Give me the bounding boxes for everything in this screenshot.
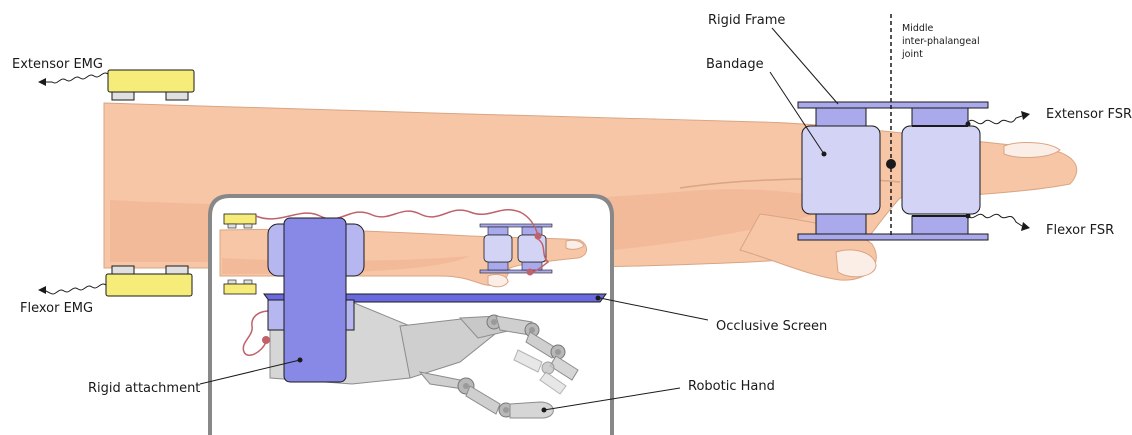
occlusive-screen-leader [600, 298, 708, 320]
flexor-fsr-arrowhead [1021, 222, 1030, 231]
extensor-fsr-arrowhead [1021, 111, 1030, 120]
extensor-fsr-block-right [912, 108, 968, 126]
flexor-emg-sensor [106, 266, 192, 296]
robotic-hand-label: Robotic Hand [688, 379, 775, 394]
rigid-frame-bottom-bar [798, 234, 988, 240]
extensor-fsr-block-left [816, 108, 866, 128]
flexor-emg-label: Flexor EMG [20, 301, 93, 316]
extensor-fsr-label: Extensor FSR [1046, 107, 1132, 122]
rigid-attachment [284, 218, 346, 382]
extensor-emg-label: Extensor EMG [12, 57, 103, 72]
extensor-fsr-signal [968, 116, 1022, 124]
extensor-emg-sensor [108, 70, 194, 100]
joint-marker [886, 159, 896, 169]
flexor-fsr-block-right [912, 216, 968, 234]
inset-panel [210, 196, 612, 435]
middle-joint-label-line3: joint [901, 49, 923, 60]
flexor-emg-signal [44, 284, 106, 294]
bandage-right [902, 126, 980, 214]
flexor-emg-arrowhead [38, 286, 46, 294]
occlusive-screen-label: Occlusive Screen [716, 319, 827, 334]
inset-extensor-emg [224, 214, 256, 224]
rigid-attachment-label: Rigid attachment [88, 381, 200, 396]
middle-joint-label-line1: Middle [902, 23, 934, 34]
bandage-leader-dot [822, 152, 827, 157]
flexor-fsr-signal [968, 214, 1022, 226]
flexor-fsr-block-left [816, 214, 866, 234]
rigid-frame-leader [772, 28, 838, 104]
extensor-emg-signal [44, 73, 108, 83]
rigid-frame-label: Rigid Frame [708, 13, 785, 28]
middle-joint-label-line2: inter-phalangeal [902, 36, 980, 47]
flexor-fsr-label: Flexor FSR [1046, 223, 1114, 238]
flexor-fsr-node [966, 214, 971, 219]
inset-flexor-emg [224, 284, 256, 294]
extensor-fsr-node [966, 122, 971, 127]
rigid-frame-top-bar [798, 102, 988, 108]
bandage-label: Bandage [706, 57, 764, 72]
extensor-emg-arrowhead [38, 78, 46, 86]
